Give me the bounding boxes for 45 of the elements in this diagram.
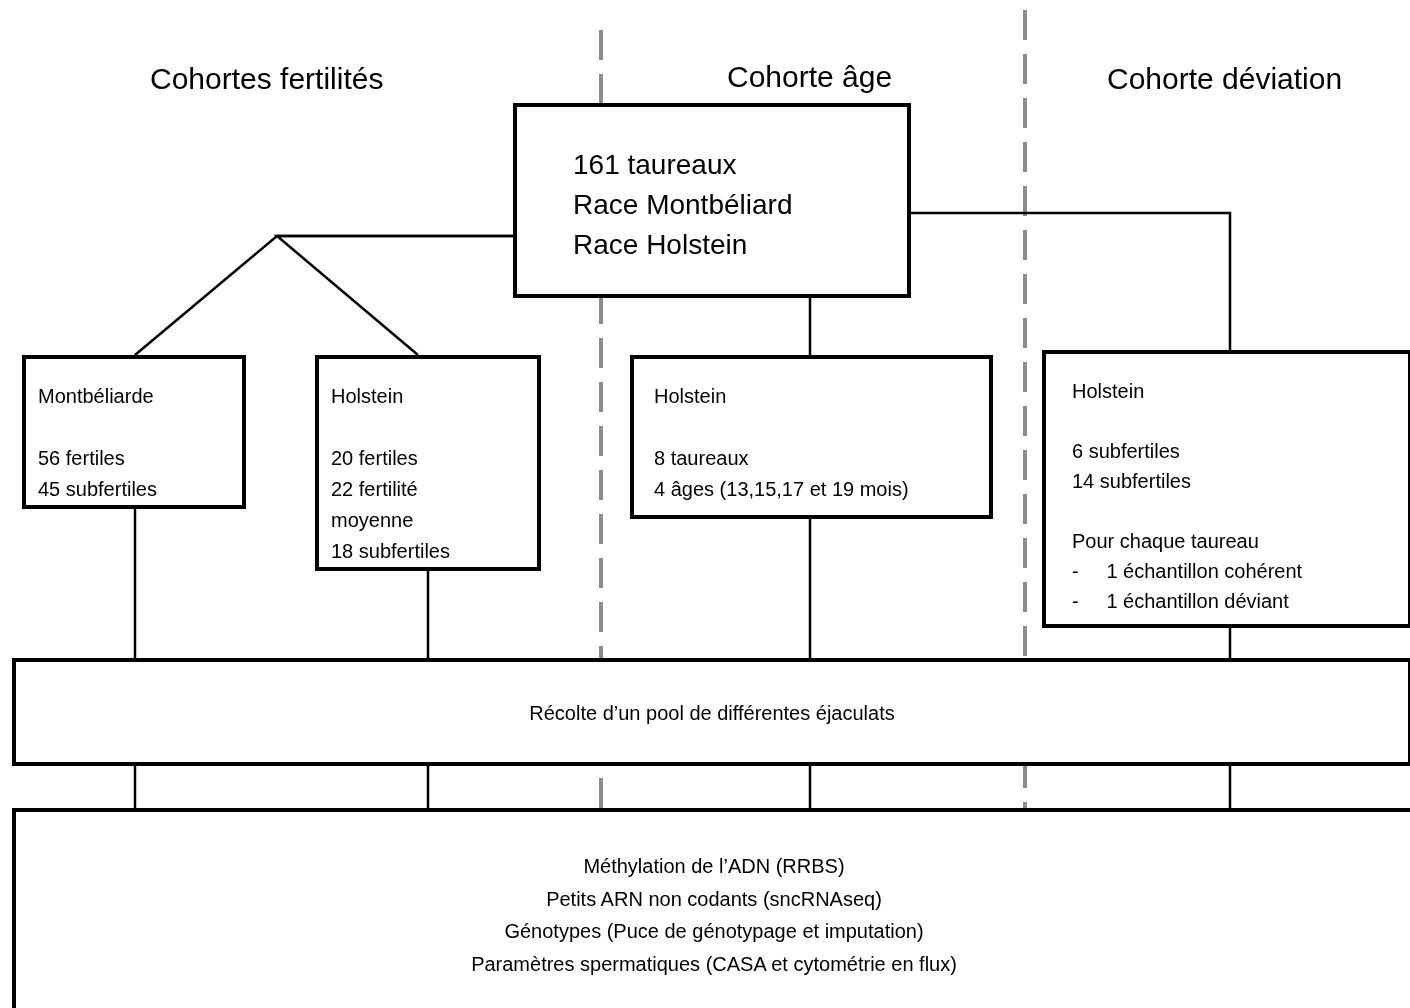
connector-line <box>133 509 137 658</box>
analysis-box <box>12 808 1410 1008</box>
node-text: 6 subfertiles <box>1072 439 1180 464</box>
population-box <box>513 103 911 298</box>
cohort-box <box>22 355 246 509</box>
column-heading: Cohorte déviation <box>1107 62 1343 96</box>
node-text: Génotypes (Puce de génotypage et imputation) <box>503 919 925 944</box>
node-text: Petits ARN non codants (sncRNAseq) <box>545 886 883 912</box>
process-box <box>12 658 1410 766</box>
node-text: - 1 échantillon déviant <box>1072 589 1289 614</box>
node-text: 20 fertiles <box>331 446 418 471</box>
cohort-box <box>1042 350 1410 628</box>
connector-line <box>426 766 430 808</box>
connector-line <box>426 571 430 658</box>
node-text: 8 taureaux <box>654 446 749 471</box>
node-text: Montbéliarde <box>38 384 154 409</box>
node-text: Holstein <box>654 384 727 409</box>
node-text: 22 fertilité moyenne <box>331 477 419 533</box>
connector-line <box>1228 628 1232 658</box>
column-heading: Cohorte âge <box>727 60 893 94</box>
node-text: Holstein <box>1072 379 1145 404</box>
node-text: 4 âges (13,15,17 et 19 mois) <box>654 477 909 502</box>
node-text: Race Holstein <box>573 228 748 262</box>
node-text: 14 subfertiles <box>1072 469 1191 494</box>
node-text: Paramètres spermatiques (CASA et cytométrie en flux) <box>470 951 958 977</box>
connector-line <box>273 234 513 356</box>
cohort-box <box>630 355 993 519</box>
connector-line <box>1228 766 1232 808</box>
node-text: Holstein <box>331 384 404 409</box>
node-text: Récolte d’un pool de différentes éjaculats <box>528 701 896 726</box>
node-text: 18 subfertiles <box>331 539 450 564</box>
column-heading: Cohortes fertilités <box>150 62 384 96</box>
cohort-box <box>315 355 541 571</box>
node-text: Pour chaque taureau <box>1072 529 1259 554</box>
connector-line <box>133 766 137 808</box>
connector-line <box>808 519 812 658</box>
node-text: Méthylation de l’ADN (RRBS) <box>582 854 846 879</box>
connector-line <box>911 211 1232 350</box>
node-text: 45 subfertiles <box>38 477 157 502</box>
connector-line <box>808 298 812 355</box>
node-text: 161 taureaux <box>573 148 737 182</box>
node-text: 56 fertiles <box>38 446 125 471</box>
node-text: - 1 échantillon cohérent <box>1072 559 1303 584</box>
node-text: Race Montbéliard <box>573 188 793 222</box>
connector-line <box>808 766 812 808</box>
